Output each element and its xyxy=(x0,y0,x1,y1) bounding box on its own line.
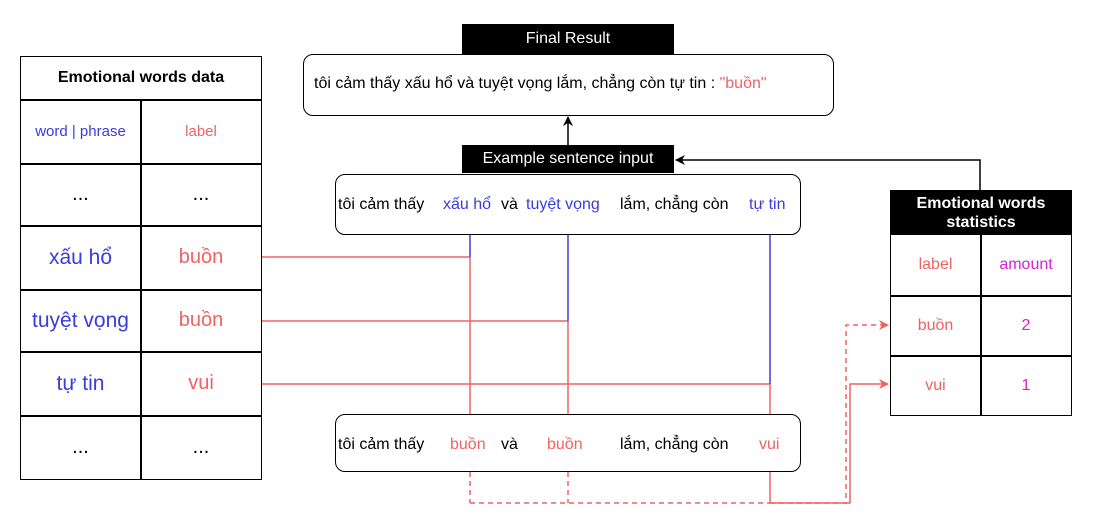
words-col-word-header: word | phrase xyxy=(35,123,126,140)
words-row-label: buồn xyxy=(178,309,224,331)
example-part: tôi cảm thấy xyxy=(338,196,425,213)
arrow-stats-to-example xyxy=(675,155,981,190)
emotional-statistics-table: Emotional words statistics label amount … xyxy=(890,190,1072,416)
emotional-words-table: Emotional words data word | phrase label… xyxy=(20,56,262,480)
stats-table-title: Emotional words statistics xyxy=(891,191,1071,235)
words-row-label: vui xyxy=(188,372,214,394)
words-row-word: ... xyxy=(72,183,89,205)
final-result-text: tôi cảm thấy xấu hổ và tuyệt vọng lắm, c… xyxy=(314,75,767,93)
words-col-label-header: label xyxy=(185,123,217,140)
words-row-label: ... xyxy=(192,436,210,458)
final-result-label: "buồn" xyxy=(719,75,767,92)
words-row-word: tự tin xyxy=(56,371,105,395)
stats-col-amount-header: amount xyxy=(999,256,1053,273)
example-input-box: tôi cảm thấy xấu hổ và tuyệt vọng lắm, c… xyxy=(335,174,801,235)
converted-label: vui xyxy=(759,436,780,453)
final-result-title: Final Result xyxy=(462,24,674,54)
example-part: lắm, chẳng còn xyxy=(620,196,729,213)
stats-row-amount: 2 xyxy=(1021,316,1031,334)
converted-sentence-box: tôi cảm thấy buồn và buồn lắm, chẳng còn… xyxy=(335,414,801,472)
example-part: và xyxy=(501,196,518,213)
words-table-title: Emotional words data xyxy=(57,69,225,86)
example-keyword: tuyệt vọng xyxy=(526,196,600,213)
converted-part: và xyxy=(501,436,518,453)
stats-row-label: vui xyxy=(925,376,946,394)
final-result-box: tôi cảm thấy xấu hổ và tuyệt vọng lắm, c… xyxy=(303,54,834,116)
words-row-word: tuyệt vọng xyxy=(32,308,129,332)
words-row-label: ... xyxy=(192,183,210,205)
words-row-label: buồn xyxy=(178,246,224,268)
example-input-title: Example sentence input xyxy=(462,145,674,173)
stats-col-label-header: label xyxy=(918,256,953,273)
converted-part: tôi cảm thấy xyxy=(338,436,425,453)
example-keyword: xấu hổ xyxy=(443,196,492,213)
final-result-sentence: tôi cảm thấy xấu hổ và tuyệt vọng lắm, c… xyxy=(314,75,720,92)
example-keyword: tự tin xyxy=(749,196,786,213)
words-row-word: xấu hổ xyxy=(48,245,113,269)
converted-label: buồn xyxy=(450,436,486,453)
words-row-word: ... xyxy=(72,436,89,458)
converted-label: buồn xyxy=(547,436,583,453)
solid-arrow-to-vui xyxy=(770,379,889,504)
stats-row-amount: 1 xyxy=(1021,376,1031,394)
stats-row-label: buồn xyxy=(917,316,954,334)
converted-part: lắm, chẳng còn xyxy=(620,436,729,453)
